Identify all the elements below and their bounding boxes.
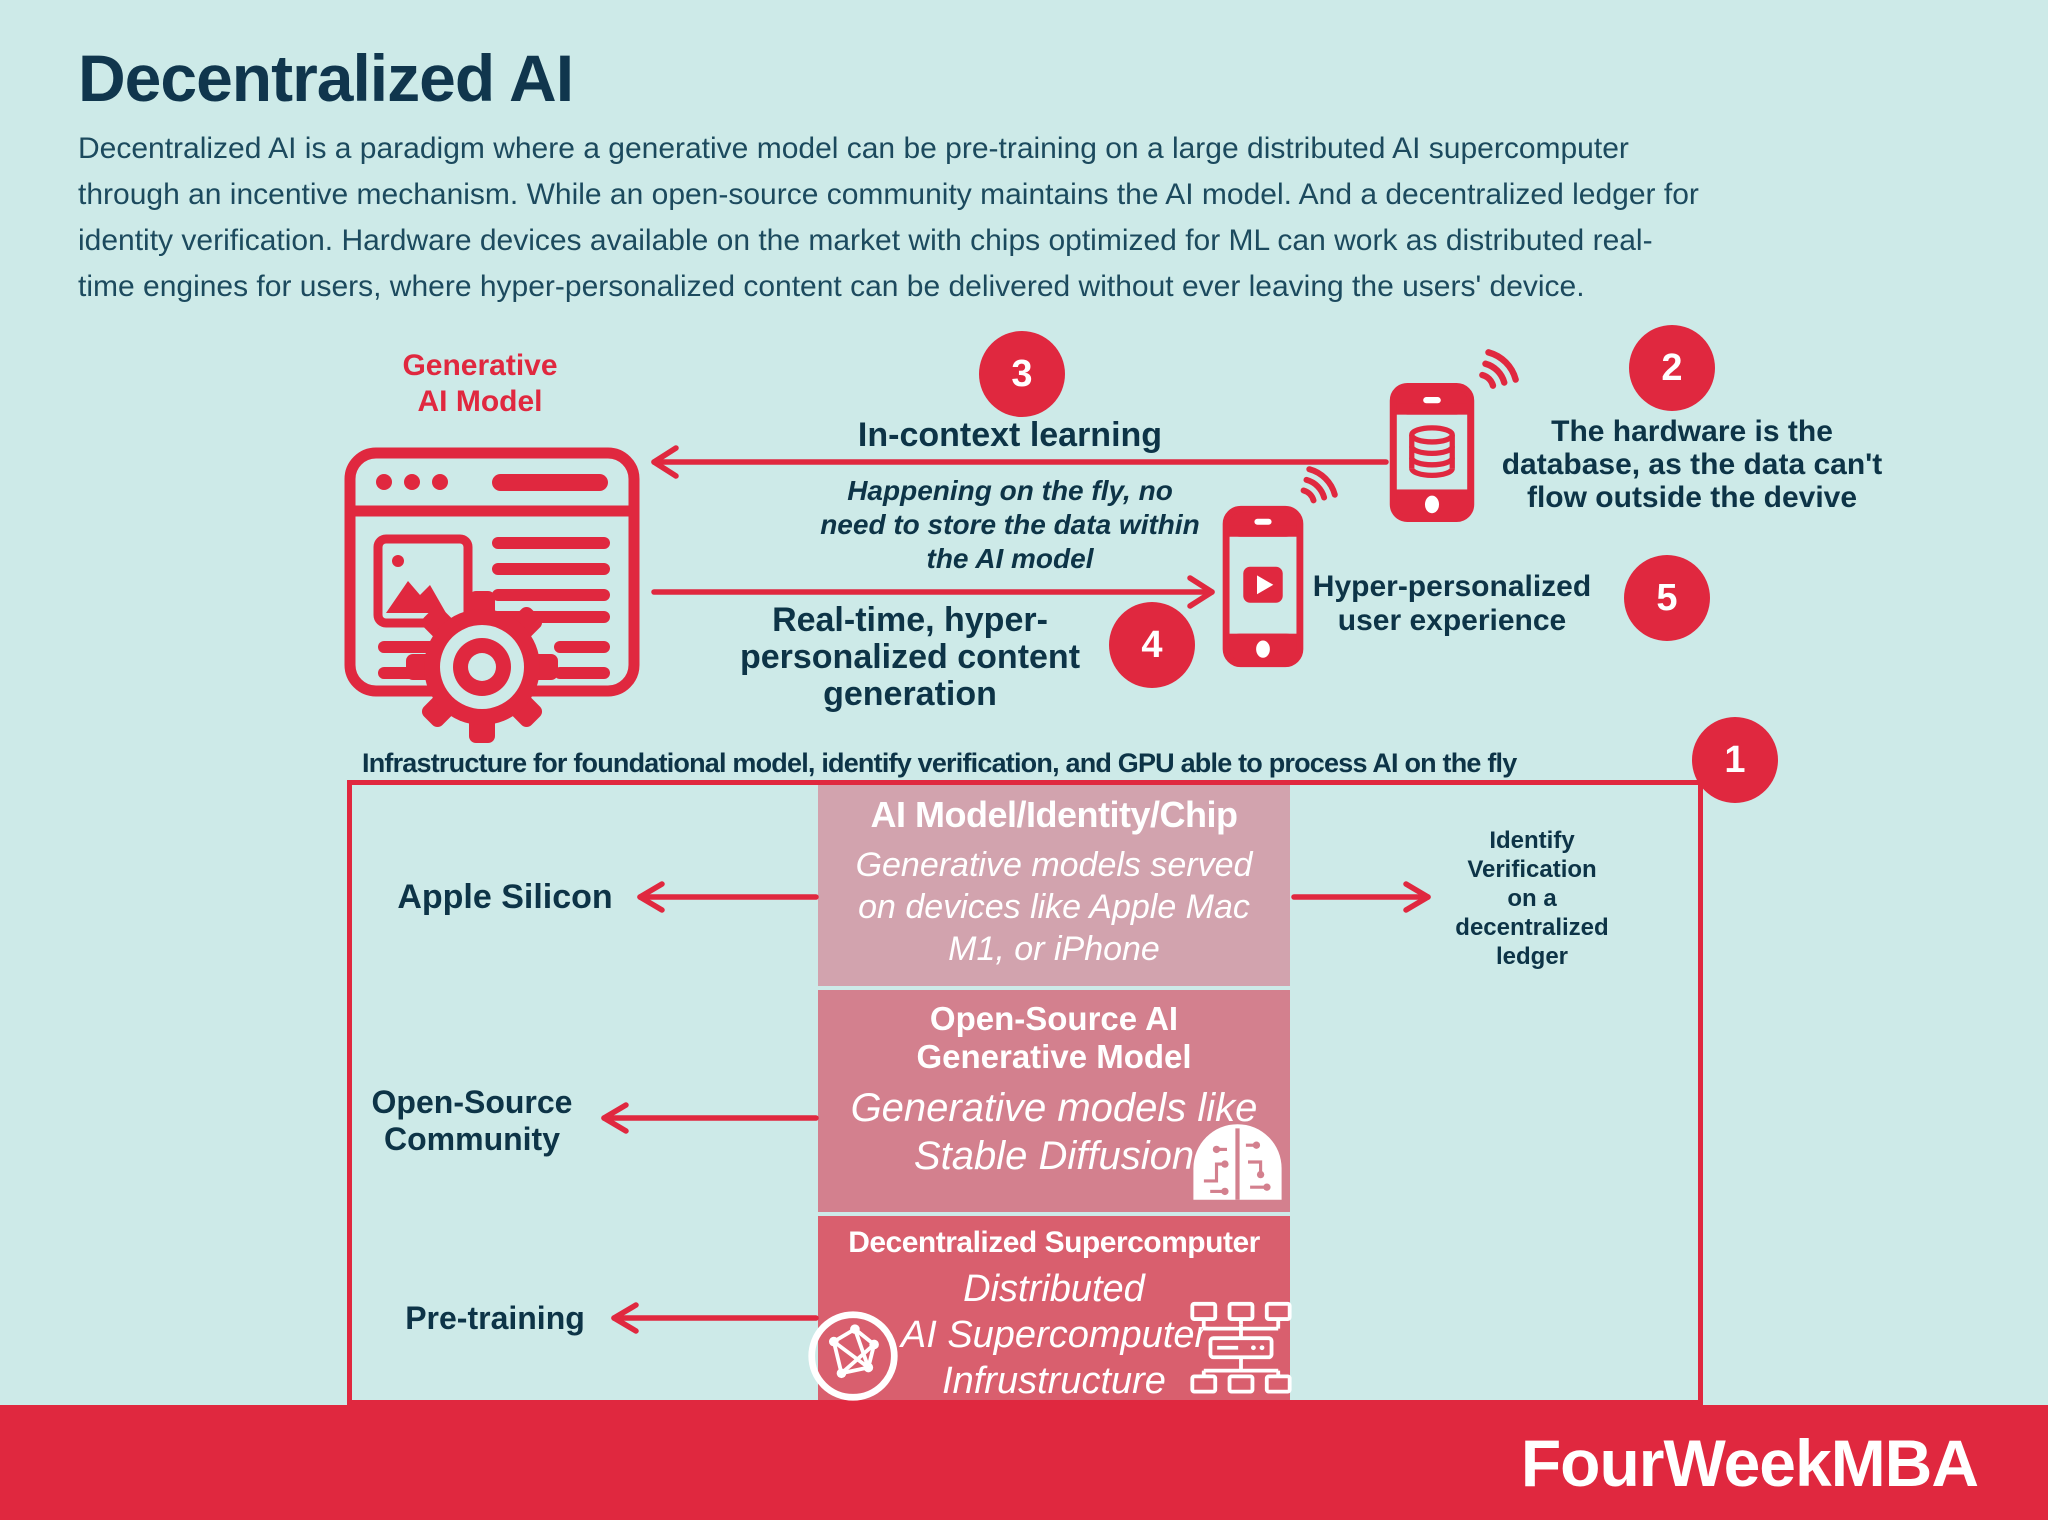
side-label-apple-silicon: Apple Silicon [397,878,613,916]
step-1-badge: 1 [1692,717,1778,803]
step-4-badge: 4 [1109,602,1195,688]
smartphone-database-icon [1389,382,1475,523]
stack-box-ai-model: AI Model/Identity/Chip Generative models… [818,780,1290,986]
box-title: AI Model/Identity/Chip [870,794,1238,835]
step-2-badge: 2 [1629,325,1715,411]
realtime-generation-text: Real-time, hyper- personalized content g… [739,601,1081,713]
gear-icon [406,591,558,743]
play-icon [1243,566,1283,603]
step-4-number: 4 [1141,623,1163,666]
step-5-number: 5 [1656,576,1678,619]
in-context-learning-subtitle: Happening on the fly, no need to store t… [820,475,1200,574]
intro-paragraph: Decentralized AI is a paradigm where a g… [78,132,1699,303]
step-5-badge: 5 [1624,555,1710,641]
side-label-open-source-community: Open-Source Community [371,1084,573,1157]
infrastructure-frame [347,780,1703,1405]
step-1-number: 1 [1724,738,1746,781]
box-description: Generative models like Stable Diffusion [850,1086,1258,1178]
wifi-waves-icon [1300,466,1338,504]
stack-box-supercomputer: Decentralized Supercomputer Distributed … [818,1216,1290,1405]
infrastructure-heading: Infrastructure for foundational model, i… [362,748,1517,778]
box-description: Distributed AI Supercomputer Infrustruct… [900,1268,1208,1402]
computer-network-icon [1190,1301,1292,1394]
brand-logo: FourWeekMBA [1520,1425,1979,1500]
footer-bar: FourWeekMBA [0,1405,2048,1520]
image-placeholder-icon [373,534,473,628]
page-title: Decentralized AI [78,41,574,115]
hyper-personalized-text: Hyper-personalized user experience [1312,570,1592,637]
step-3-number: 3 [1011,352,1033,395]
brain-circuit-icon [1193,1124,1282,1200]
in-context-learning-title: In-context learning [857,416,1163,454]
hardware-database-text: The hardware is the database, as the dat… [1501,415,1883,514]
box-title: Decentralized Supercomputer [848,1226,1260,1259]
box-title: Open-Source AI Generative Model [916,1000,1192,1075]
database-icon [1409,425,1455,478]
identity-verification-label: Identify Verification on a decentralized… [1455,827,1609,970]
side-label-pre-training: Pre-training [405,1300,585,1336]
step-3-badge: 3 [979,331,1065,417]
browser-icon [344,447,640,743]
step-2-number: 2 [1661,346,1683,389]
wifi-waves-icon [1479,349,1519,389]
smartphone-play-icon [1222,505,1304,668]
generative-ai-model-label: Generative AI Model [402,349,558,418]
globe-network-icon [808,1311,898,1401]
box-description: Generative models served on devices like… [855,846,1253,968]
